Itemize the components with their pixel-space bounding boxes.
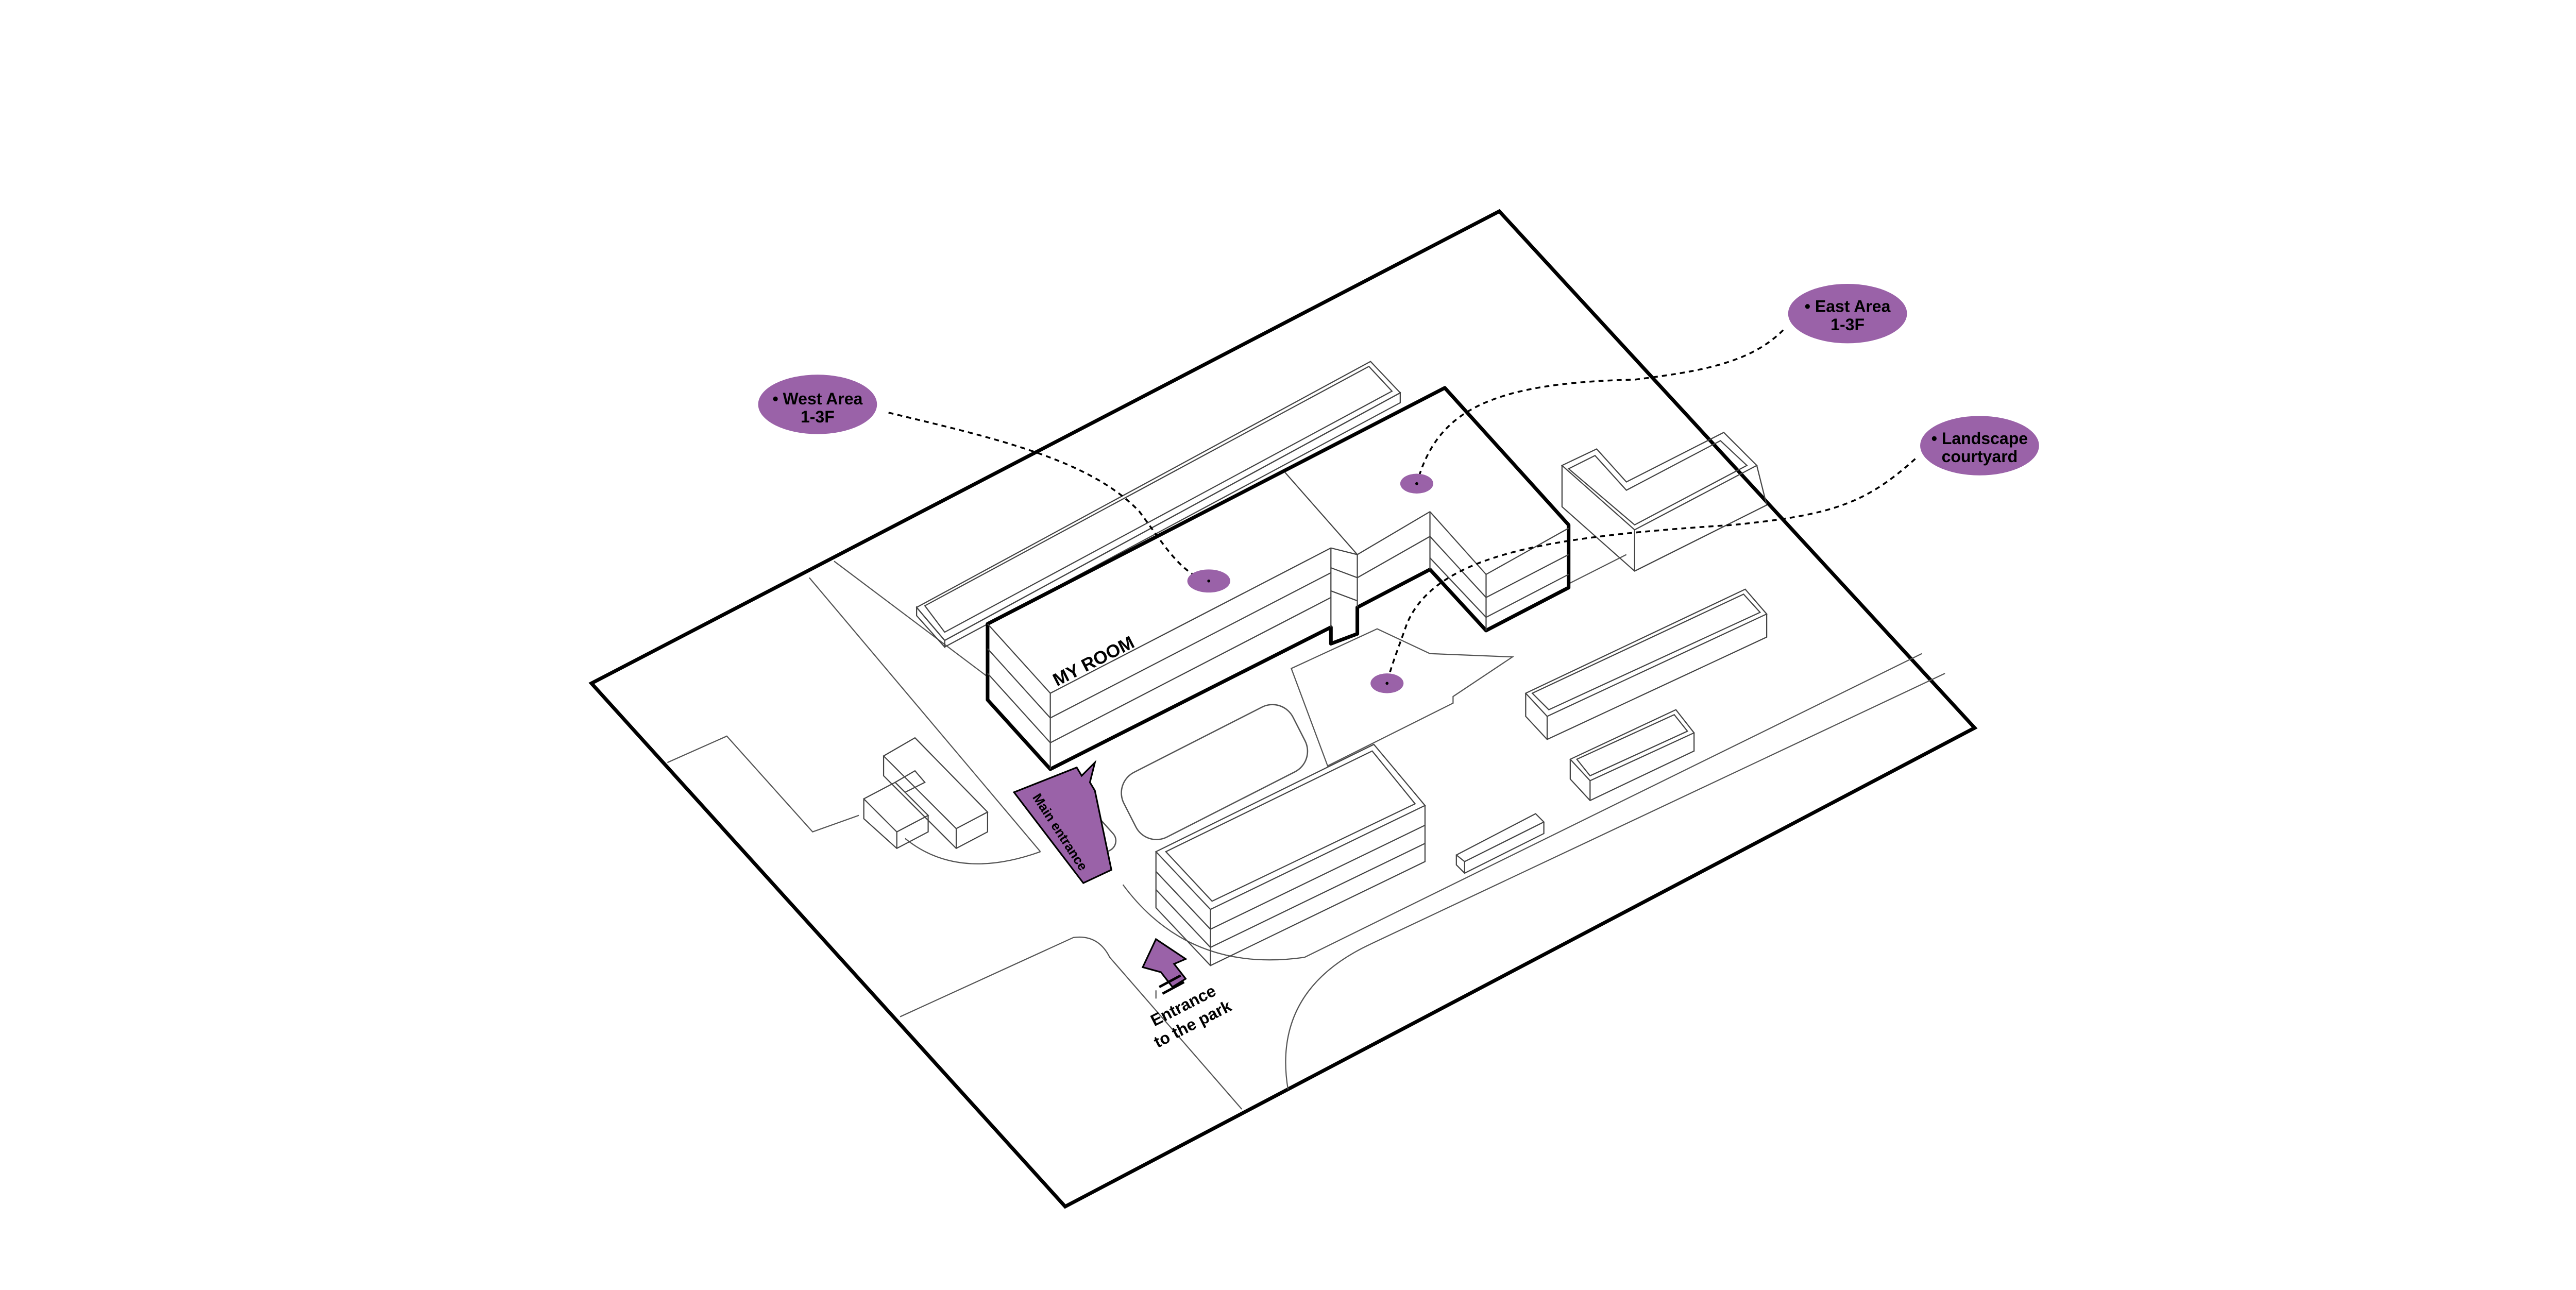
building-east-l	[1561, 432, 1768, 572]
callout-landscape-line1: • Landscape	[1931, 429, 2028, 448]
road-lines	[667, 561, 1945, 1110]
callout-landscape-line2: courtyard	[1942, 447, 2018, 466]
leader-lines	[888, 329, 1916, 684]
building-south-small	[1455, 813, 1545, 874]
callout-west-area-line1: • West Area	[772, 389, 863, 408]
leader-west	[888, 412, 1209, 582]
callout-east-area: • East Area 1-3F	[1788, 284, 1907, 344]
marker-west-area-center	[1207, 579, 1211, 583]
callout-east-area-line2: 1-3F	[1831, 315, 1865, 334]
building-south	[1155, 743, 1426, 966]
leader-east	[1416, 329, 1784, 484]
marker-east-area-center	[1415, 482, 1418, 485]
callout-landscape: • Landscape courtyard	[1920, 416, 2039, 476]
parking-lot	[1121, 704, 1309, 840]
callout-west-area-line2: 1-3F	[801, 408, 835, 426]
building-east-bar	[1524, 588, 1768, 740]
building-north	[916, 361, 1401, 649]
building-west-cluster	[862, 737, 989, 850]
building-east-small	[1569, 709, 1695, 802]
courtyard-outline	[1290, 628, 1515, 767]
leader-landscape	[1386, 458, 1916, 684]
my-room-building: MY ROOM	[986, 386, 1571, 771]
site-boundary	[588, 209, 1978, 1209]
marker-landscape-center	[1385, 682, 1389, 685]
callout-east-area-line1: • East Area	[1805, 297, 1891, 316]
main-entrance-arrow: Main entrance	[1012, 759, 1113, 885]
callout-west-area: • West Area 1-3F	[758, 375, 877, 434]
